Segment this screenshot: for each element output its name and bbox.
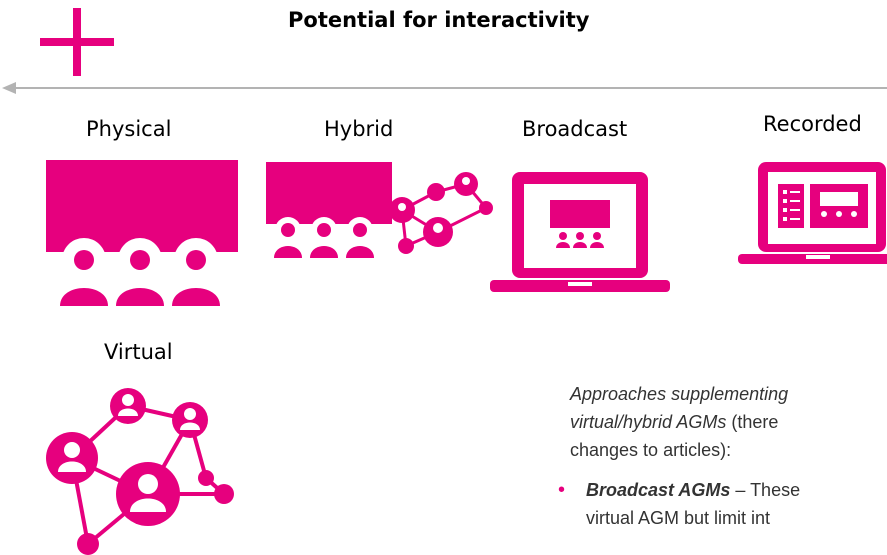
bullet-dash: – These: [730, 480, 801, 500]
bullet-continuation: virtual AGM but limit int: [586, 508, 771, 528]
arrow-left-icon: [2, 82, 887, 94]
laptop-broadcast-icon: [490, 172, 670, 292]
format-label-hybrid: Hybrid: [324, 117, 394, 141]
intro-line-2-rest: (there: [726, 412, 779, 432]
approaches-text: Approaches supplementing virtual/hybrid …: [558, 380, 887, 532]
format-label-virtual: Virtual: [104, 340, 173, 364]
intro-line-1: Approaches supplementing: [570, 384, 789, 404]
intro-paragraph: Approaches supplementing virtual/hybrid …: [570, 380, 887, 464]
meeting-room-audience-icon: [46, 160, 238, 306]
laptop-recorded-icon: [738, 162, 887, 264]
bullet-term: Broadcast AGMs: [586, 480, 731, 500]
page-title: Potential for interactivity: [288, 8, 590, 32]
bullet-dot-icon: •: [558, 479, 566, 501]
format-label-physical: Physical: [86, 117, 172, 141]
intro-virtual-hybrid: virtual/hybrid AGMs: [570, 412, 727, 432]
virtual-network-icon: [46, 388, 234, 555]
format-label-broadcast: Broadcast: [522, 117, 628, 141]
format-label-recorded: Recorded: [763, 112, 862, 136]
plus-icon: [40, 8, 114, 76]
intro-line-3: changes to articles):: [570, 440, 732, 460]
hybrid-meeting-network-icon: [266, 162, 493, 258]
bullet-broadcast: • Broadcast AGMs – These virtual AGM but…: [558, 476, 887, 532]
